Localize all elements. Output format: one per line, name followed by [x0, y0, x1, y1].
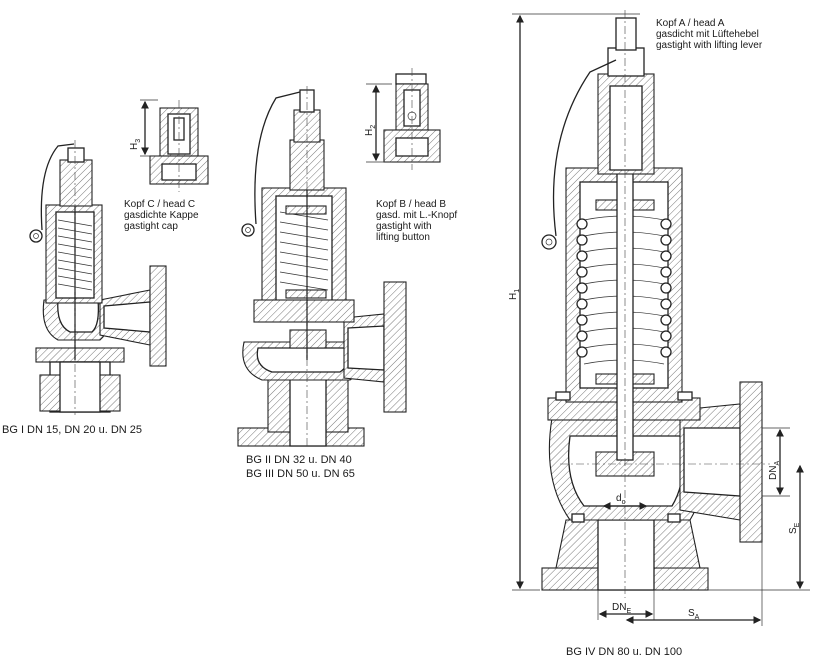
dimension-s-a: SA	[688, 608, 700, 621]
head-b-dimension: H2	[364, 125, 377, 136]
head-b-label-line-1: Kopf B / head B	[376, 199, 446, 210]
valve-bg4-dimensions	[512, 13, 810, 626]
head-b-drawing	[366, 68, 441, 170]
valve-bg1-drawing	[29, 140, 167, 415]
spring-coil-sections	[576, 218, 672, 358]
dimension-dn-a: DNA	[768, 461, 781, 480]
head-b-label-line-2: gasd. mit L.-Knopf	[376, 210, 457, 221]
head-a-label-line-3: gastight with lifting lever	[656, 40, 763, 51]
head-c-label-line-2: gasdichte Kappe	[124, 210, 199, 221]
valve-bg1-caption: BG I DN 15, DN 20 u. DN 25	[2, 424, 142, 436]
valve-bg4-drawing	[541, 10, 770, 598]
valve-bg2-caption-line-1: BG II DN 32 u. DN 40	[246, 454, 352, 466]
head-c-dimension: H3	[129, 139, 142, 150]
valve-bg2-caption-line-2: BG III DN 50 u. DN 65	[246, 468, 355, 480]
head-c-label-line-3: gastight cap	[124, 221, 178, 232]
head-c-label-line-1: Kopf C / head C	[124, 199, 195, 210]
dimension-s-e: SE	[788, 522, 801, 534]
head-b-label-line-4: lifting button	[376, 232, 430, 243]
valve-bg2-drawing	[237, 86, 407, 448]
dimension-h1: H1	[508, 289, 521, 300]
dimension-dn-e: DNE	[612, 602, 631, 615]
valve-bg4-caption: BG IV DN 80 u. DN 100	[566, 646, 682, 658]
head-a-label-line-1: Kopf A / head A	[656, 18, 725, 29]
head-a-label-line-2: gasdicht mit Lüftehebel	[656, 29, 759, 40]
head-b-label-line-3: gastight with	[376, 221, 432, 232]
dimension-d-o: do	[616, 493, 626, 506]
head-c-drawing	[140, 99, 209, 192]
